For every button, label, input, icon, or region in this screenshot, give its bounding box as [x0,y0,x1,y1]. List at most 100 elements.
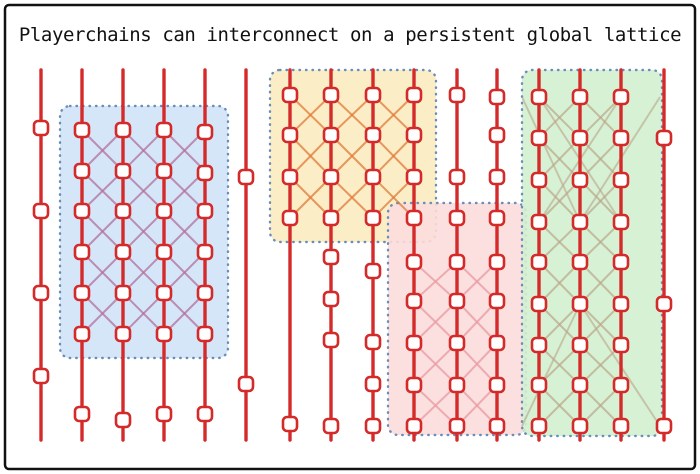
chain-node [571,336,589,354]
chain-node [196,405,214,423]
chain-node [364,168,382,186]
chain-node [114,243,132,261]
chain-node [196,284,214,302]
chain-node [364,126,382,144]
chain-node [448,209,466,227]
chain-node [530,213,548,231]
chain-node [612,417,630,435]
chain-node [196,123,214,141]
chain-node [571,417,589,435]
chain-node [364,333,382,351]
chain-node [322,331,340,349]
chain-node [322,86,340,104]
chain-node [530,295,548,313]
chain-node [530,88,548,106]
mesh-link [579,303,622,346]
chain-node [655,295,673,313]
chain-node [364,375,382,393]
chain-node [571,295,589,313]
chain-node [530,253,548,271]
chain-node [612,129,630,147]
chain-node [322,417,340,435]
chain-node [155,405,173,423]
mesh-link [372,94,415,136]
chain-node [281,209,299,227]
chain-node [488,126,506,144]
chain-node [655,417,673,435]
chain-node [32,119,50,137]
outer-frame [3,3,697,471]
chain-node [281,168,299,186]
chain-node [114,411,132,429]
chain-node [405,168,423,186]
chain-node [612,171,630,189]
mesh-link [413,384,458,427]
mesh-link [81,251,124,294]
chain-node [73,325,91,343]
chain-node [448,168,466,186]
mesh-link [413,300,458,344]
chain-node [612,213,630,231]
chain-node [448,253,466,271]
chain-node [612,376,630,394]
mesh-link [579,261,622,305]
chain-node [488,334,506,352]
chain-node [73,284,91,302]
mesh-link [538,137,581,181]
chain-node [322,209,340,227]
chain-node [237,168,255,186]
chain-node [114,202,132,220]
mesh-link [372,176,415,219]
chain-node [364,417,382,435]
links-layer [81,94,661,427]
mesh-link [372,134,415,178]
mesh-link [538,221,581,263]
chain-node [405,417,423,435]
chain-node [488,417,506,435]
chain-node [364,86,382,104]
chain-node [281,86,299,104]
mesh-link [81,129,124,172]
chain-node [114,162,132,180]
mesh-link [538,179,581,223]
chain-node [530,336,548,354]
chain-node [196,202,214,220]
chain-node [405,126,423,144]
mesh-link [538,261,581,305]
chain-node [73,162,91,180]
chain-node [364,262,382,280]
chain-node [155,162,173,180]
mesh-link [122,251,165,294]
chain-node [281,415,299,433]
chain-node [155,325,173,343]
chain-node [488,88,506,106]
chain-node [655,129,673,147]
chain-node [530,129,548,147]
mesh-link [413,342,458,386]
chain-node [322,248,340,266]
mesh-link [521,96,581,223]
mesh-link [456,300,498,344]
chain-node [114,325,132,343]
chain-node [488,209,506,227]
chain-node [488,376,506,394]
chain-node [448,334,466,352]
chain-node [73,243,91,261]
chain-node [32,202,50,220]
chain-node [405,376,423,394]
chain-node [488,253,506,271]
mesh-link [521,303,581,427]
chain-node [448,86,466,104]
chain-node [448,292,466,310]
chain-node [488,292,506,310]
mesh-link [456,342,498,386]
chain-node [448,376,466,394]
chain-node [281,126,299,144]
chain-node [448,417,466,435]
mesh-link [413,261,458,302]
chain-node [612,336,630,354]
mesh-link [122,129,165,172]
mesh-link [330,176,374,219]
